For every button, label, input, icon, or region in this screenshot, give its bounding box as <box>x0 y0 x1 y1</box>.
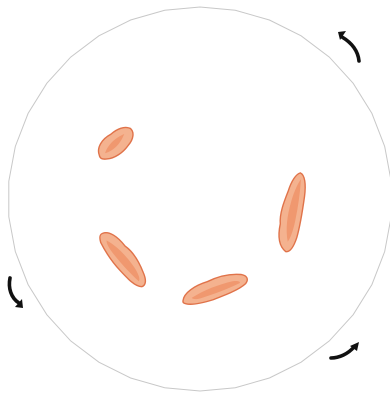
rotation-arrow-icon <box>331 342 359 358</box>
rotation-arrow-icon <box>9 278 23 308</box>
rotation-arrow-icon <box>338 31 359 61</box>
circular-dish <box>9 7 390 391</box>
